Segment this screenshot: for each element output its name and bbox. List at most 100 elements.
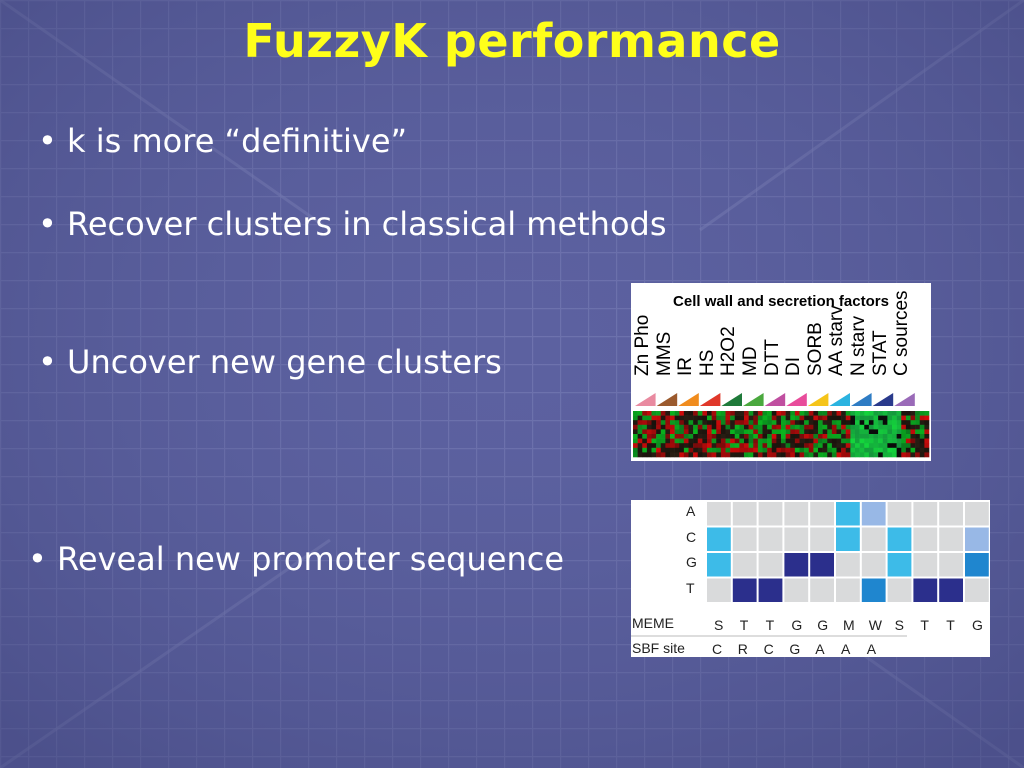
base-label: C: [686, 528, 697, 545]
heatmap-cell: [776, 434, 782, 439]
heatmap-cell: [716, 415, 722, 421]
heatmap-cell: [905, 415, 911, 421]
heatmap-cell: [744, 438, 749, 444]
heatmap-cell: [739, 424, 745, 430]
heatmap-cell: [693, 438, 699, 444]
heatmap-cell: [887, 415, 893, 421]
heatmap-cell: [646, 438, 652, 444]
motif-cell: [732, 578, 757, 602]
heatmap-cell: [794, 434, 800, 439]
heatmap-cell: [707, 424, 712, 430]
heatmap-cell: [901, 411, 907, 416]
heatmap-cell: [697, 429, 703, 435]
heatmap-cell: [845, 434, 851, 439]
heatmap-cell: [785, 420, 791, 426]
heatmap-cell: [637, 452, 643, 458]
heatmap-cell: [688, 434, 694, 439]
heatmap-cell: [651, 415, 657, 421]
heatmap-cell: [790, 443, 796, 449]
heatmap-cell: [725, 443, 731, 449]
heatmap-cell: [674, 424, 680, 430]
motif-cell: [784, 553, 809, 577]
base-label: G: [686, 554, 697, 570]
heatmap-cell: [836, 447, 842, 453]
heatmap-cell: [683, 411, 689, 416]
heatmap-cell: [730, 447, 736, 453]
heatmap-cell: [887, 443, 893, 449]
heatmap-cell: [642, 452, 648, 458]
heatmap-cell: [707, 411, 712, 416]
heatmap-cell: [831, 429, 837, 435]
heatmap-cell: [646, 429, 652, 435]
heatmap-cell: [734, 443, 740, 449]
motif-cell: [887, 527, 912, 551]
heatmap-cell: [878, 434, 884, 439]
heatmap-cell: [896, 452, 902, 458]
heatmap-cell: [725, 429, 731, 435]
motif-cell: [939, 578, 963, 602]
heatmap-cell: [878, 415, 884, 421]
heatmap-cell: [892, 429, 897, 435]
heatmap-cell: [633, 420, 638, 426]
heatmap-cell: [720, 452, 726, 458]
heatmap-cell: [910, 424, 916, 430]
heatmap-cell: [688, 443, 694, 449]
heatmap-cell: [720, 420, 726, 426]
heatmap-cell: [804, 411, 810, 416]
heatmap-cell: [799, 443, 805, 449]
heatmap-cell: [850, 424, 856, 430]
heatmap-cell: [725, 434, 731, 439]
meme-letter: G: [972, 617, 983, 633]
heatmap-cell: [725, 438, 731, 444]
heatmap-cell: [670, 452, 675, 458]
heatmap-cell: [670, 420, 675, 426]
heatmap-cell: [868, 424, 874, 430]
heatmap-cell: [919, 415, 925, 421]
motif-cell: [939, 502, 963, 526]
heatmap-cell: [757, 415, 763, 421]
heatmap-cell: [915, 424, 921, 430]
heatmap-cell: [915, 447, 921, 453]
bullet-definitive: • k is more “definitive”: [38, 122, 408, 160]
heatmap-cell: [924, 438, 930, 444]
heatmap-cell: [901, 434, 907, 439]
heatmap-cell: [882, 434, 888, 439]
heatmap-cell: [873, 415, 879, 421]
heatmap-cell: [799, 424, 805, 430]
heatmap-cell: [873, 429, 879, 435]
meme-letter: T: [920, 617, 929, 633]
heatmap-cell: [711, 420, 717, 426]
heatmap-cell: [776, 424, 782, 430]
heatmap-cell: [850, 443, 856, 449]
heatmap-cell: [864, 452, 870, 458]
heatmap-cell: [656, 438, 662, 444]
heatmap-cell: [702, 438, 708, 444]
heatmap-cell: [665, 411, 671, 416]
heatmap-cell: [633, 438, 638, 444]
heatmap-cell: [702, 411, 708, 416]
heatmap-cell: [845, 415, 851, 421]
heatmap-cell: [707, 447, 712, 453]
motif-cell: [861, 553, 886, 577]
heatmap-cell: [841, 411, 847, 416]
heatmap-cell: [905, 420, 911, 426]
heatmap-cell: [725, 420, 731, 426]
sbf-letter: G: [789, 641, 801, 657]
meme-letter: G: [791, 617, 803, 633]
heatmap-cell: [693, 434, 699, 439]
heatmap-cell: [831, 434, 837, 439]
heatmap-cell: [845, 447, 851, 453]
heatmap-cell: [818, 443, 823, 449]
heatmap-cell: [919, 424, 925, 430]
heatmap-cell: [841, 443, 847, 449]
heatmap-cell: [827, 429, 833, 435]
motif-cell: [939, 553, 963, 577]
heatmap-cell: [693, 452, 699, 458]
heatmap-cell: [868, 438, 874, 444]
base-label: A: [686, 503, 696, 519]
heatmap-cell: [901, 452, 907, 458]
heatmap-cell: [642, 420, 648, 426]
heatmap-cell: [794, 415, 800, 421]
heatmap-cell: [841, 415, 847, 421]
